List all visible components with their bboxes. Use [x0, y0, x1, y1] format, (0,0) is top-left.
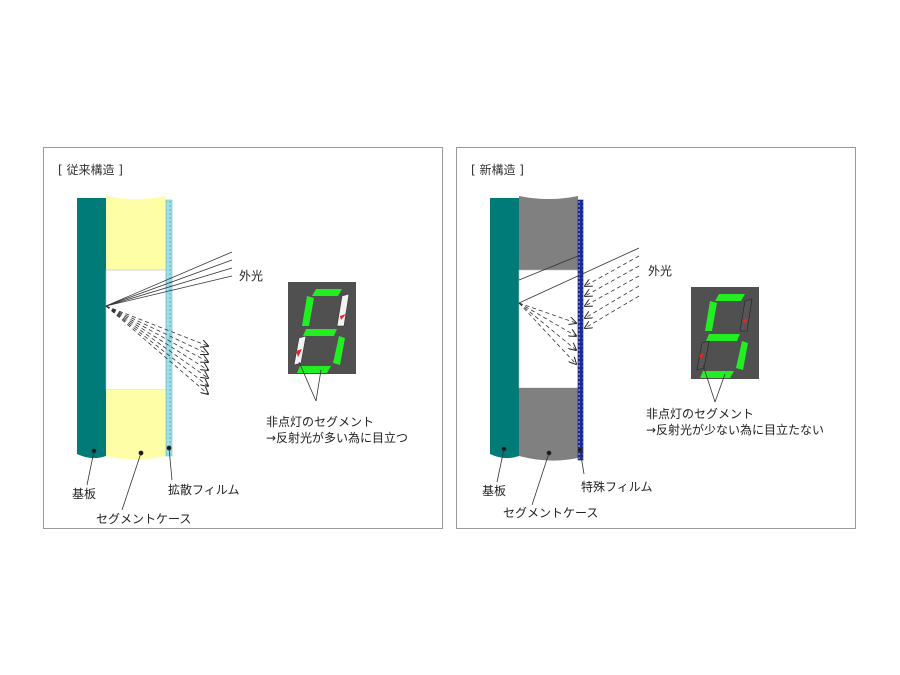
external-light-rays: [518, 247, 640, 304]
unlit-marker-2: [296, 349, 302, 357]
unlit-segment-leaders: [298, 361, 322, 402]
segment-middle: [303, 329, 337, 336]
panel-new-structure: [ 新構造 ]: [456, 147, 856, 529]
segment-bottom: [297, 366, 331, 373]
note-reflection: →反射光が多い為に目立つ: [266, 430, 408, 445]
label-segment-case: セグメントケース: [96, 512, 191, 526]
substrate-shape: [490, 198, 519, 459]
unlit-marker-1: [743, 318, 748, 324]
unlit-marker-1: [340, 314, 346, 320]
label-external-light: 外光: [648, 264, 672, 278]
segment-middle: [706, 334, 740, 341]
label-substrate: 基板: [72, 487, 96, 501]
bottom-pointers: [86, 445, 173, 511]
external-light-incoming-dashed: [585, 255, 640, 328]
label-diffuse-film: 拡散フィルム: [168, 482, 240, 497]
conventional-structure-diagram: 外光 非点灯のセグメント →反射光が多い為に目立つ: [72, 196, 408, 526]
external-light-rays: [105, 251, 233, 307]
segment-case-gap: [518, 269, 579, 389]
segment-bottom-right: [333, 336, 345, 365]
bottom-pointers: [496, 446, 585, 506]
panel-conventional-structure: [ 従来構造 ]: [43, 147, 443, 529]
segment-case-bottom: [106, 390, 166, 460]
seven-segment-display: [691, 287, 759, 379]
segment-top-right: [739, 298, 753, 332]
reflected-light-rays: [518, 302, 576, 364]
segment-top-left: [705, 301, 717, 331]
note-unlit-segment: 非点灯のセグメント: [646, 407, 754, 421]
segment-case-top: [106, 196, 166, 270]
unlit-marker-2: [699, 353, 704, 360]
segment-top: [312, 289, 342, 296]
label-segment-case: セグメントケース: [503, 506, 598, 520]
special-film-shape: [577, 199, 584, 461]
new-structure-diagram: 外光 非点灯のセグメント →反射光が少ない為に目立たない: [482, 196, 824, 520]
segment-case-top: [519, 196, 578, 270]
segment-top: [715, 294, 745, 301]
segment-case-bottom: [519, 388, 578, 461]
unlit-segment-leaders: [702, 364, 726, 403]
segment-top-right: [336, 293, 350, 327]
seven-segment-display: [288, 282, 356, 374]
label-external-light: 外光: [239, 269, 263, 283]
segment-bottom: [700, 371, 734, 378]
note-reflection: →反射光が少ない為に目立たない: [646, 422, 824, 437]
segment-top-left: [302, 296, 314, 326]
substrate-shape: [77, 198, 106, 459]
label-special-film: 特殊フィルム: [581, 479, 653, 494]
segment-bottom-right: [736, 341, 748, 370]
label-substrate: 基板: [482, 484, 506, 498]
reflected-light-rays: [105, 305, 208, 394]
note-unlit-segment: 非点灯のセグメント: [266, 415, 374, 429]
panel-title: [ 新構造 ]: [471, 163, 524, 177]
panel-title: [ 従来構造 ]: [58, 163, 123, 177]
diffuse-film-shape: [165, 199, 173, 457]
